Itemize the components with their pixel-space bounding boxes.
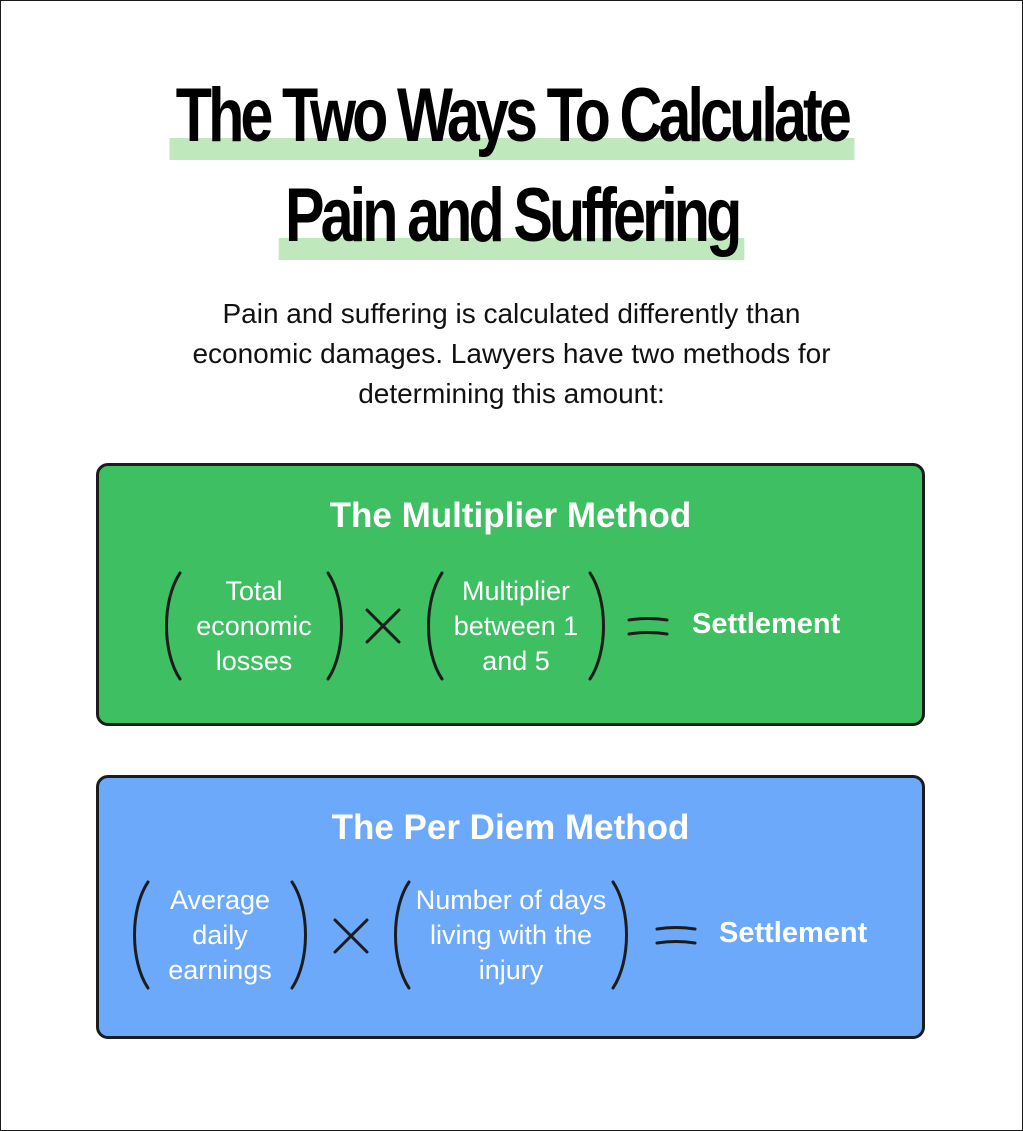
settlement-label: Settlement	[692, 608, 841, 640]
term-multiplier: Multiplier between 1 and 5	[421, 570, 611, 682]
settlement-label: Settlement	[719, 917, 868, 949]
term-total-economic-losses: Total economic losses	[159, 570, 349, 682]
multiply-icon	[365, 608, 401, 644]
multiplier-method-card: The Multiplier Method Total economic los…	[96, 463, 925, 726]
close-paren-icon	[326, 571, 343, 681]
term-average-daily-earnings: Average daily earnings	[127, 879, 313, 991]
close-paren-icon	[588, 571, 605, 681]
term-number-of-days: Number of days living with the injury	[389, 879, 633, 991]
title-highlight	[169, 138, 854, 160]
intro-text: Pain and suffering is calculated differe…	[192, 298, 831, 409]
per-diem-method-card: The Per Diem Method Average daily earnin…	[96, 775, 925, 1039]
open-paren-icon	[394, 880, 411, 990]
equals-icon	[655, 926, 697, 945]
multiply-icon	[333, 918, 369, 954]
close-paren-icon	[290, 880, 307, 990]
page-title: The Two Ways To Calculate Pain and Suffe…	[0, 66, 1023, 266]
title-line-2: Pain and Suffering	[278, 166, 745, 266]
title-highlight	[278, 238, 745, 260]
close-paren-icon	[611, 880, 628, 990]
equals-icon	[627, 617, 669, 636]
title-line-1: The Two Ways To Calculate	[169, 66, 854, 166]
open-paren-icon	[133, 880, 150, 990]
open-paren-icon	[165, 571, 182, 681]
open-paren-icon	[427, 571, 444, 681]
card-title: The Per Diem Method	[331, 808, 690, 847]
card-title: The Multiplier Method	[329, 496, 692, 535]
